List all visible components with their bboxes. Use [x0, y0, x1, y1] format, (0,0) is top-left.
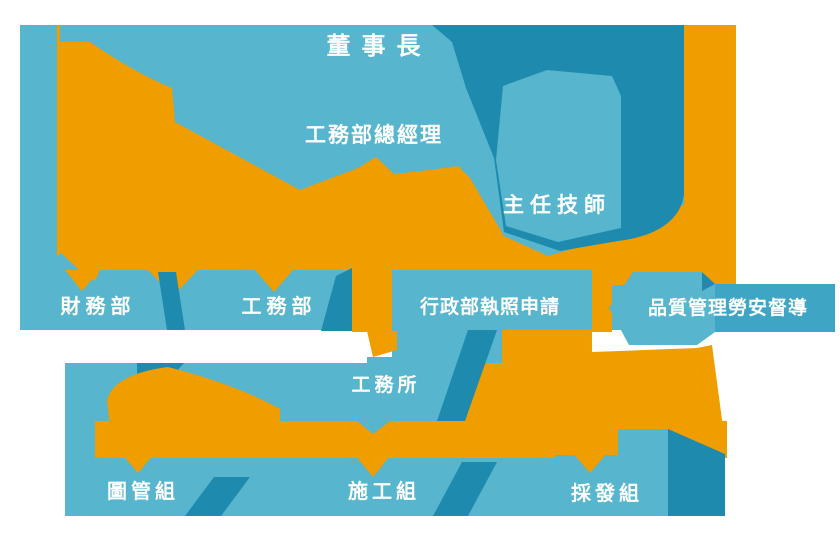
node-admin-license-dept: 行政部執照申請 [419, 295, 560, 318]
node-engineering-dept: 工務部 [242, 294, 317, 318]
node-procurement-team: 採發組 [571, 481, 643, 505]
node-chairman: 董事長 [327, 33, 432, 60]
node-drawing-team: 圖管組 [107, 479, 179, 503]
node-finance-dept: 財務部 [61, 294, 136, 318]
node-chief-technician: 主任技師 [503, 193, 611, 217]
node-general-manager: 工務部總經理 [305, 123, 443, 147]
node-construction-team: 施工組 [348, 479, 420, 503]
connector-shapes [57, 25, 835, 516]
node-quality-safety-dept: 品質管理勞安督導 [648, 296, 808, 319]
node-labels: 董事長 工務部總經理 主任技師 財務部 工務部 行政部執照申請 品質管理勞安督導… [61, 33, 808, 505]
node-site-office: 工務所 [351, 373, 420, 396]
